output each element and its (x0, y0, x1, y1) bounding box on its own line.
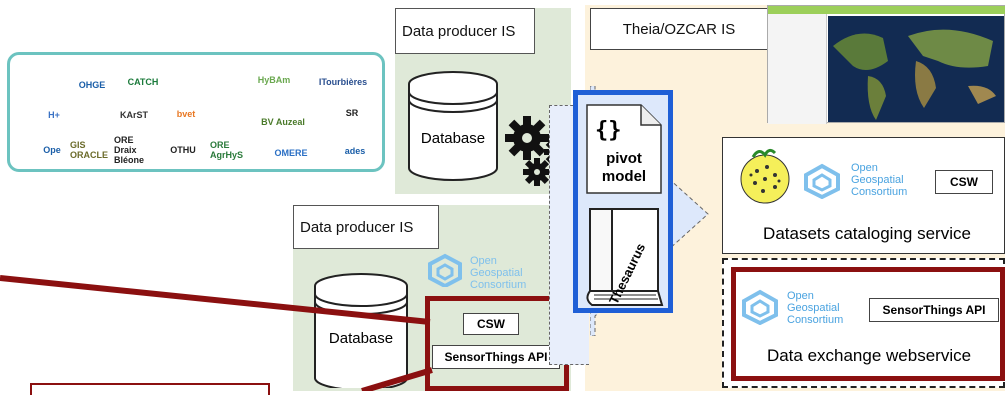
partner-logo: Ope (43, 145, 61, 155)
ogc-line-3: Consortium (851, 186, 908, 198)
exchange-service-label: Data exchange webservice (766, 346, 972, 365)
ogc-line-2: Geospatial (851, 174, 904, 186)
catalog-geonetwork-icon (740, 148, 790, 204)
pivot-label-line-2: model (601, 168, 647, 185)
ogc-line-2: Geospatial (787, 302, 840, 314)
producer-bottom-ogc-text: Open Geospatial Consortium (470, 255, 526, 291)
partner-logo: OMERE (274, 148, 308, 158)
exchange-ogc-text: Open Geospatial Consortium (787, 290, 843, 326)
producer-top-database-label: Database (420, 130, 486, 147)
pivot-braces-icon: {} (595, 118, 622, 143)
catalog-csw-button[interactable]: CSW (935, 170, 993, 194)
partner-logo: GIS ORACLE (70, 140, 108, 160)
ogc-line-1: Open (470, 255, 497, 267)
document-icon (586, 104, 662, 194)
ogc-line-2: Geospatial (470, 267, 523, 279)
partner-logo: ORE Draix Bléone (114, 135, 145, 165)
partner-logo: ITourbières (318, 77, 368, 87)
partner-logo: KArST (119, 110, 148, 120)
catalog-ogc-text: Open Geospatial Consortium (851, 162, 907, 198)
ogc-line-1: Open (851, 162, 878, 174)
producer-top-database-icon (408, 71, 498, 181)
portal-map-screenshot (767, 5, 1005, 124)
producer-bottom-ogc-logo-icon (428, 253, 462, 287)
producer-top-title: Data producer IS (395, 8, 535, 54)
pivot-label-line-1: pivot (606, 150, 642, 167)
partner-logo: CATCH (127, 77, 159, 87)
partner-logo: bvet (176, 109, 196, 119)
exchange-ogc-logo-icon (742, 289, 778, 325)
partner-logo: SR (345, 108, 359, 118)
producer-bottom-csw-button[interactable]: CSW (463, 313, 519, 335)
partner-logo: OHGE (78, 80, 106, 90)
partner-logo: H+ (48, 110, 60, 120)
producer-bottom-sensorthings-button[interactable]: SensorThings API (432, 345, 560, 369)
producer-bottom-database-label: Database (328, 330, 394, 347)
exchange-service-highlight (731, 267, 1005, 381)
ogc-line-3: Consortium (787, 314, 844, 326)
pivot-model-label: pivot model (585, 150, 663, 186)
callout-box-edge (30, 383, 270, 395)
exchange-sensorthings-button[interactable]: SensorThings API (869, 298, 999, 322)
partner-logo: OTHU (170, 145, 196, 155)
producer-bottom-title: Data producer IS (293, 205, 439, 249)
partner-logo: BV Auzeal (261, 117, 305, 127)
ogc-line-3: Consortium (470, 279, 527, 291)
catalog-service-label: Datasets cataloging service (763, 224, 971, 243)
partner-logo: ades (344, 146, 366, 156)
thesaurus-book-icon (586, 208, 664, 306)
ogc-line-1: Open (787, 290, 814, 302)
partner-logo: HyBAm (257, 75, 291, 85)
catalog-ogc-logo-icon (804, 163, 840, 199)
partner-logo: ORE AgrHyS (210, 140, 244, 160)
